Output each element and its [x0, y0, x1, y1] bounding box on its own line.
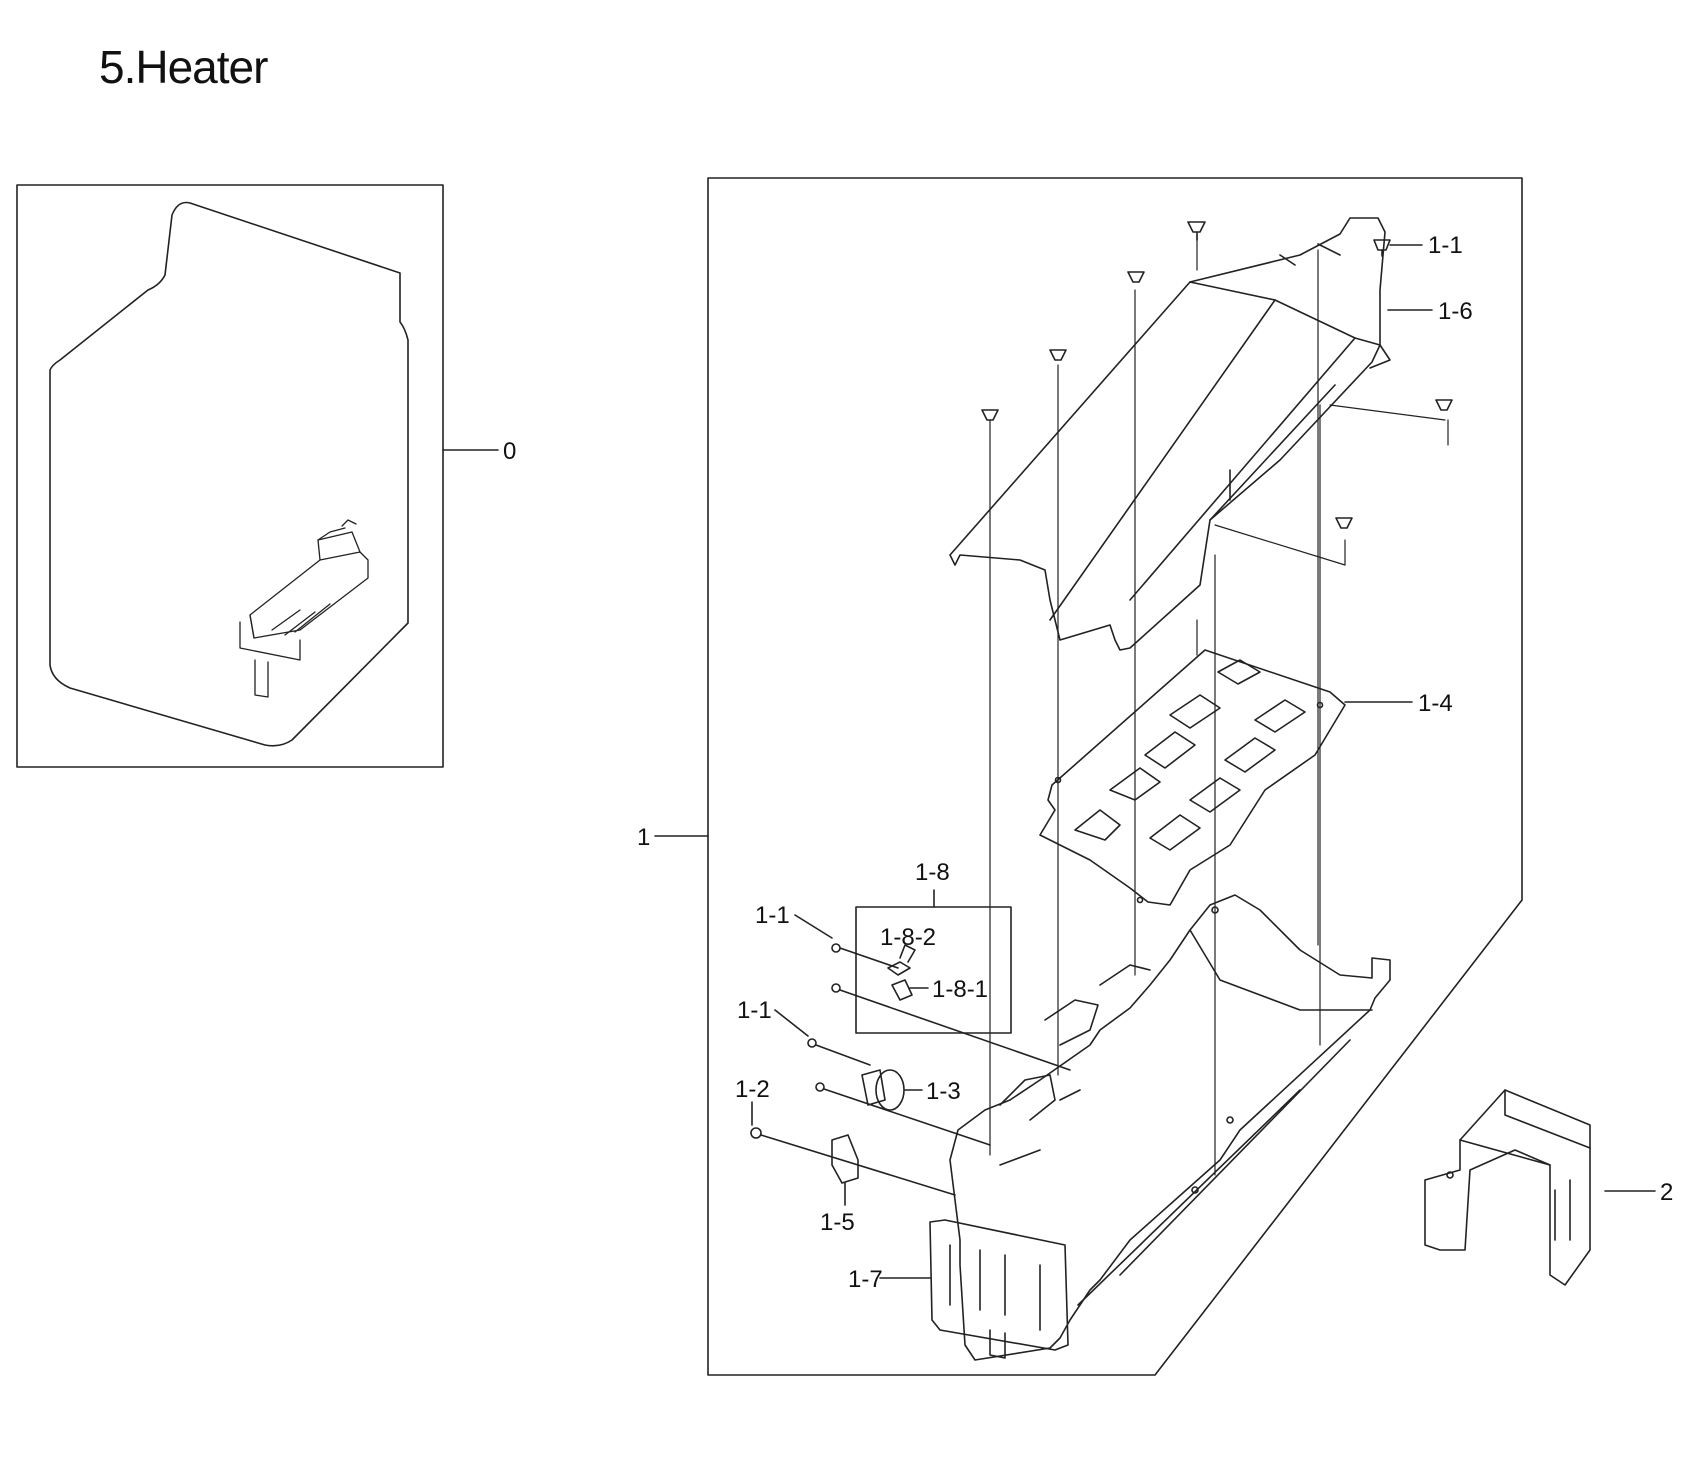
callout-2: 2	[1660, 1179, 1673, 1206]
callout-1-7: 1-7	[848, 1266, 883, 1293]
element-plate-icon	[1039, 649, 1346, 906]
thermal-fuse-icon	[861, 1069, 905, 1111]
clip-icon	[831, 1134, 859, 1184]
page-title: 5.Heater	[99, 41, 268, 93]
screw-icon	[981, 221, 1453, 529]
thermostat-icon	[887, 944, 916, 1001]
callout-1-1-b: 1-1	[737, 997, 772, 1024]
assembly-lines	[989, 234, 1449, 1176]
bracket-icon	[1424, 1089, 1591, 1286]
callout-1-1-top: 1-1	[1428, 232, 1463, 259]
callout-1-5: 1-5	[820, 1209, 855, 1236]
callout-1-2: 1-2	[735, 1076, 770, 1103]
leader-1-1-a	[794, 914, 833, 939]
assembly-frame	[707, 177, 1523, 1376]
heater-housing-icon	[949, 894, 1391, 1361]
leader-1-1-b	[774, 1009, 809, 1037]
callout-1-8-1: 1-8-1	[932, 976, 988, 1003]
callout-1-6: 1-6	[1438, 298, 1473, 325]
heater-duct-cover-icon	[949, 217, 1391, 651]
callout-0: 0	[503, 438, 516, 465]
dryer-cabinet-icon	[49, 201, 409, 747]
callout-1-4: 1-4	[1418, 690, 1453, 717]
callout-1-8-2: 1-8-2	[880, 924, 936, 951]
heater-thumbnail-icon	[239, 519, 369, 698]
front-panel-icon	[929, 1219, 1069, 1359]
callout-1: 1	[637, 824, 650, 851]
callout-1-1-a: 1-1	[755, 902, 790, 929]
callout-1-8: 1-8	[915, 859, 950, 886]
overview-frame	[16, 184, 444, 768]
callout-1-3: 1-3	[926, 1078, 961, 1105]
